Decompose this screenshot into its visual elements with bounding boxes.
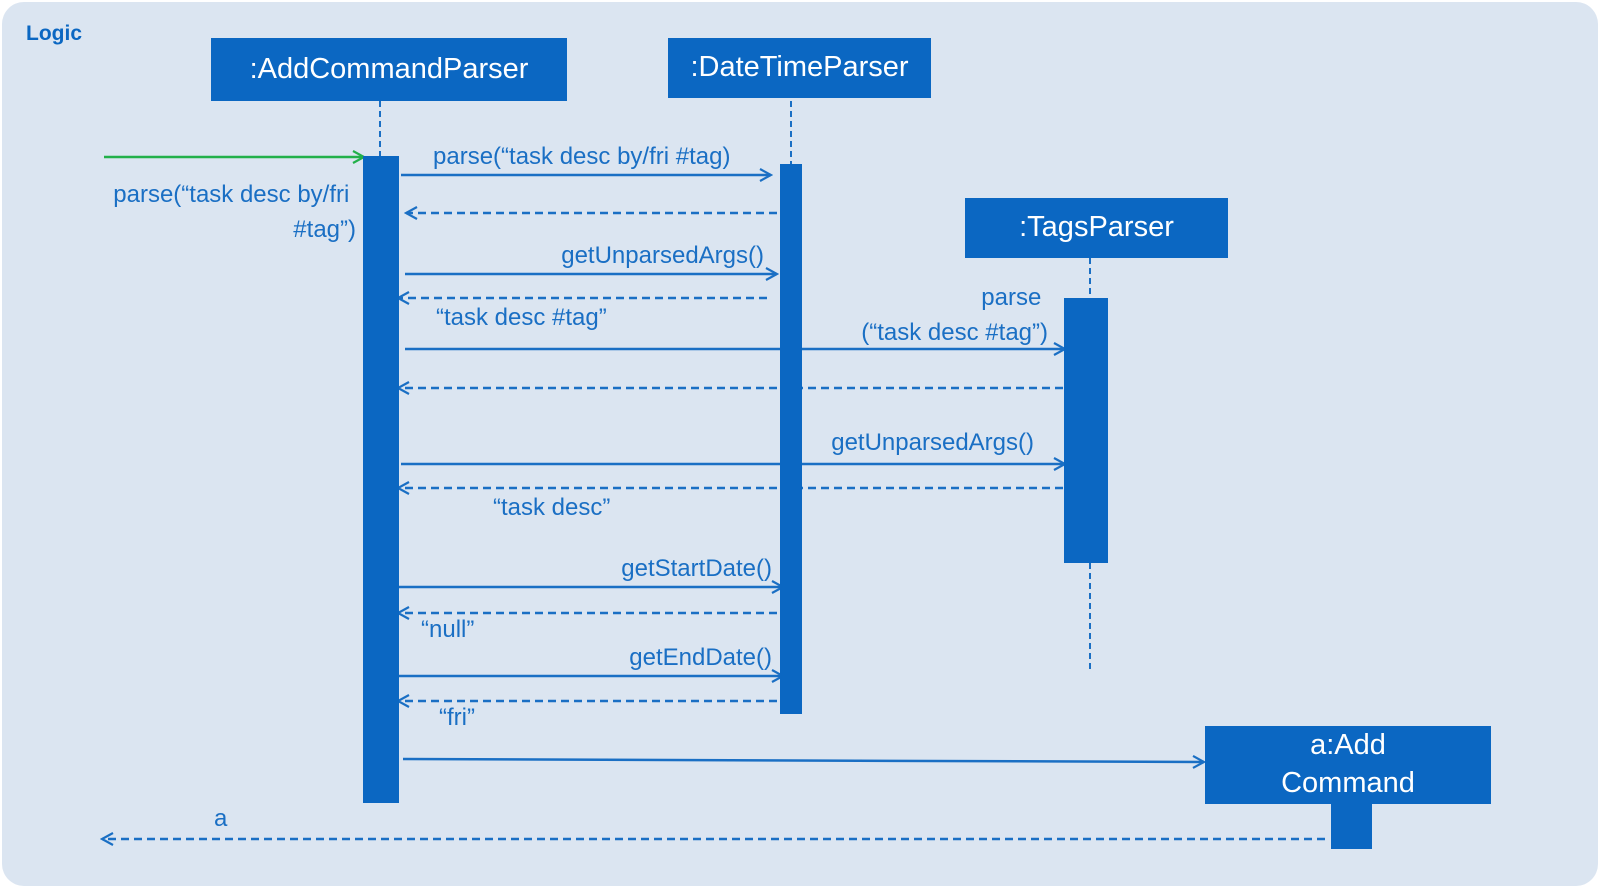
add-command-title-line2: Command — [1281, 767, 1415, 799]
parse-datetime-label: parse(“task desc by/fri #tag) — [433, 143, 730, 170]
get-end-date-label: getEndDate() — [629, 644, 772, 671]
get-unparsed-args-label-1: getUnparsedArgs() — [561, 242, 764, 269]
frame-title: Logic — [26, 22, 82, 45]
activation-tags-parser — [1064, 298, 1108, 563]
get-unparsed-args-label-2: getUnparsedArgs() — [831, 429, 1034, 456]
add-command-title-line1: a:Add — [1310, 729, 1386, 762]
entry-parse-label: parse(“task desc by/fri #tag”) — [113, 181, 356, 243]
participant-add-command: a:Add Command — [1205, 726, 1491, 804]
null-return-label: “null” — [421, 616, 474, 643]
fri-return-label: “fri” — [439, 704, 475, 731]
task-desc-return-label: “task desc” — [493, 494, 610, 521]
participant-add-command-parser: :AddCommandParser — [211, 38, 567, 101]
activation-add-command — [1331, 804, 1372, 849]
activation-add-command-parser — [363, 156, 399, 803]
activation-date-time-parser — [780, 164, 802, 714]
message-arrow-create-add-command — [402, 759, 1204, 762]
result-a-label: a — [214, 805, 228, 832]
participant-date-time-parser: :DateTimeParser — [668, 38, 931, 98]
participant-tags-parser: :TagsParser — [965, 198, 1228, 258]
task-desc-tag-return-label: “task desc #tag” — [436, 304, 607, 331]
get-start-date-label: getStartDate() — [621, 555, 772, 582]
parse-tags-label: parse (“task desc #tag”) — [861, 284, 1048, 346]
